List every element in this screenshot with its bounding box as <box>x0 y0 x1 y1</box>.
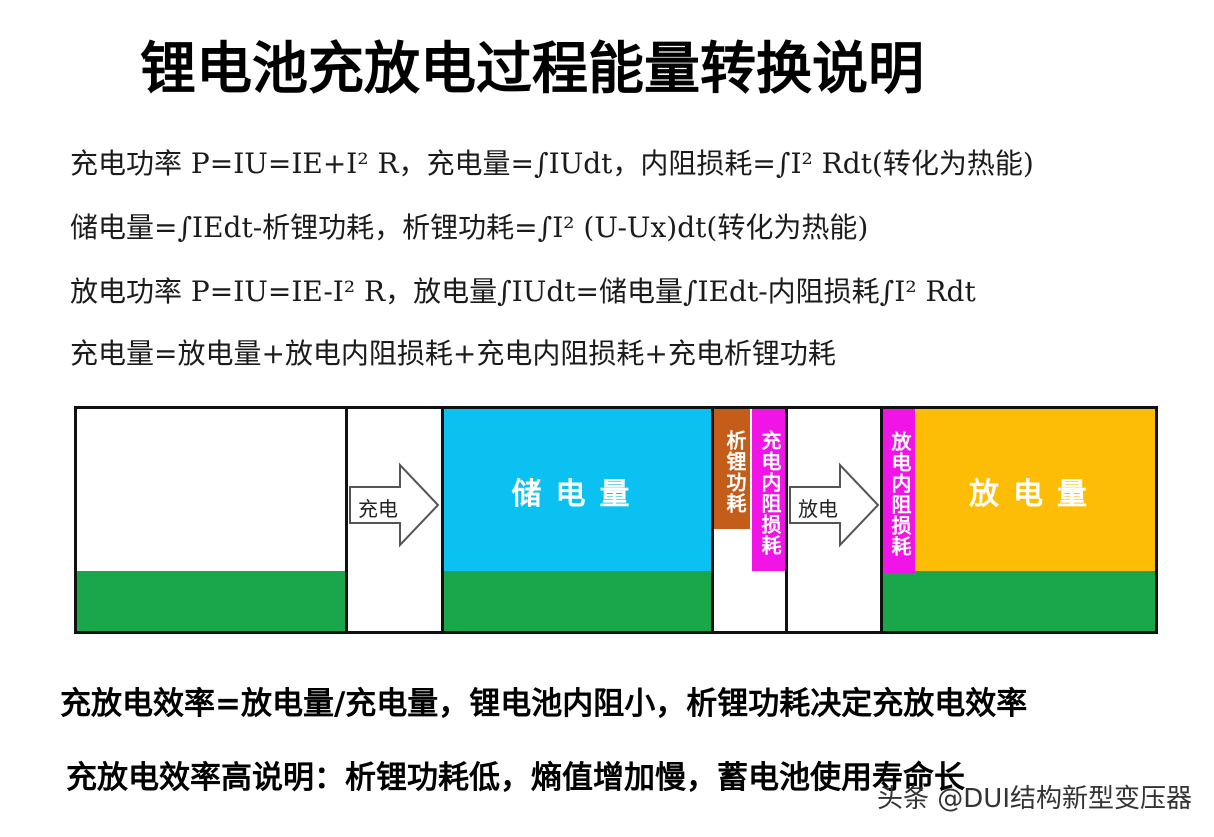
loss-column: 析锂功耗 充电内阻损耗 <box>714 409 785 631</box>
discharge-block: 放电量 <box>915 409 1155 573</box>
formula-line-2: 储电量=∫IEdt-析锂功耗，析锂功耗=∫I² (U-Ux)dt(转化为热能) <box>70 211 869 244</box>
divider <box>880 409 883 631</box>
storage-label: 储电量 <box>511 477 644 512</box>
charge-input-column <box>77 409 345 631</box>
discharge-column: 放电内阻损耗 放电量 <box>883 409 1155 631</box>
formula-line-4: 充电量=放电量+放电内阻损耗+充电内阻损耗+充电析锂功耗 <box>70 337 836 370</box>
discharge-arrow-icon <box>789 462 880 548</box>
discharge-resistance-loss-block: 放电内阻损耗 <box>883 409 915 573</box>
formula-line-1: 充电功率 P=IU=IE+I² R，充电量=∫IUdt，内阻损耗=∫I² Rdt… <box>70 147 1034 180</box>
discharge-arrow-label: 放电 <box>798 497 838 521</box>
storage-block: 储电量 <box>444 409 711 573</box>
base-energy-bar <box>77 571 345 631</box>
efficiency-explanation: 充放电效率高说明：析锂功耗低，熵值增加慢，蓄电池使用寿命长 <box>66 760 965 796</box>
charge-arrow-icon <box>349 462 440 548</box>
divider <box>345 409 348 631</box>
lithium-plating-loss-block: 析锂功耗 <box>714 409 750 529</box>
efficiency-statement: 充放电效率=放电量/充电量，锂电池内阻小，析锂功耗决定充放电效率 <box>60 686 1028 722</box>
charge-arrow-column: 充电 <box>348 409 441 631</box>
divider <box>441 409 444 631</box>
divider <box>785 409 788 631</box>
page-title: 锂电池充放电过程能量转换说明 <box>140 37 924 102</box>
base-energy-bar <box>883 571 1155 631</box>
charge-resistance-loss-block: 充电内阻损耗 <box>752 409 785 571</box>
formula-line-3: 放电功率 P=IU=IE-I² R，放电量∫IUdt=储电量∫IEdt-内阻损耗… <box>70 275 976 308</box>
divider <box>711 409 714 631</box>
base-energy-bar <box>444 571 711 631</box>
charge-arrow-label: 充电 <box>358 497 398 521</box>
discharge-arrow-column: 放电 <box>788 409 880 631</box>
energy-diagram: 充电 储电量 析锂功耗 充电内阻损耗 放电 放电内阻损耗 放电量 <box>74 406 1158 634</box>
watermark: 头条 @DUI结构新型变压器 <box>877 784 1192 814</box>
charge-resistance-loss-label: 充电内阻损耗 <box>758 430 782 556</box>
storage-column: 储电量 <box>444 409 711 631</box>
lithium-plating-loss-label: 析锂功耗 <box>723 430 747 514</box>
discharge-resistance-loss-label: 放电内阻损耗 <box>888 431 912 557</box>
discharge-label: 放电量 <box>969 477 1101 512</box>
